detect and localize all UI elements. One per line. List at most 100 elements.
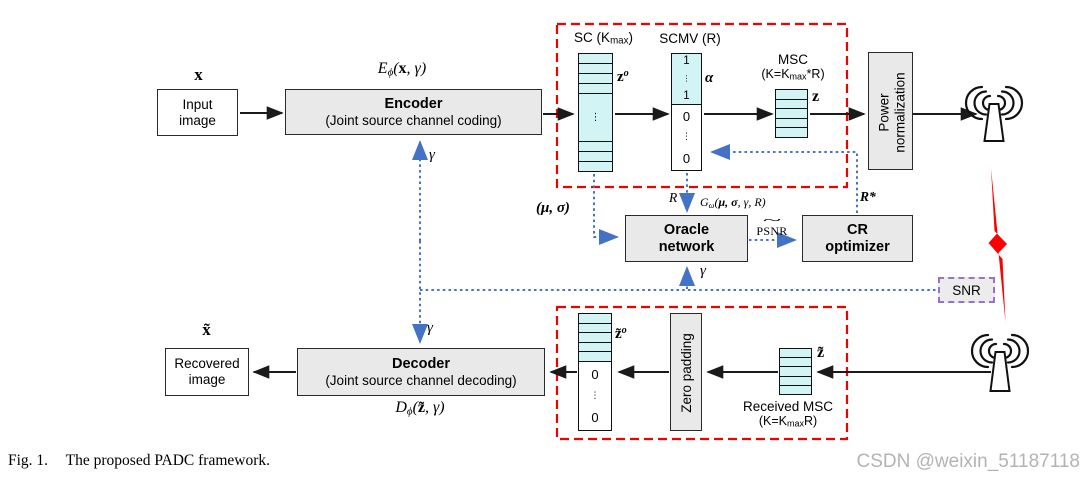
encoder-function-label: Eϕ(x, γ) bbox=[352, 60, 452, 79]
sc-cell bbox=[579, 74, 612, 84]
g-fn-base: G bbox=[700, 195, 709, 209]
sc-cell bbox=[579, 152, 612, 162]
decoder-fn-rest: , γ) bbox=[425, 399, 445, 416]
received-cell bbox=[780, 386, 811, 394]
input-image-line2: image bbox=[179, 112, 216, 128]
msc-stack bbox=[775, 89, 808, 138]
zo-zero: 0 bbox=[591, 367, 599, 382]
msc-sub-pre: (K=K bbox=[761, 67, 790, 81]
control-wires bbox=[412, 140, 937, 344]
scmv-dots: ⋮ bbox=[682, 74, 691, 83]
zero-padding-label: Zero padding bbox=[679, 333, 694, 413]
encoder-title: Encoder bbox=[384, 95, 443, 112]
msc-title-line2: (K=Kmax*R) bbox=[750, 67, 836, 84]
recovered-line2: image bbox=[188, 372, 226, 387]
oracle-line1: Oracle bbox=[663, 221, 710, 238]
figure-caption-text: The proposed PADC framework. bbox=[65, 452, 271, 469]
figure-caption: Fig. 1. The proposed PADC framework. bbox=[8, 452, 270, 470]
encoder-fn-sub: ϕ bbox=[387, 66, 394, 79]
psnr-estimate-label: ~ PSNR bbox=[748, 213, 796, 239]
g-fn-sub: ω bbox=[708, 201, 715, 211]
sc-cell bbox=[579, 84, 612, 94]
decoder-fn-arg: z̃ bbox=[417, 399, 425, 416]
msc-title: MSC (K=Kmax*R) bbox=[750, 53, 836, 84]
x-input-label: x bbox=[194, 65, 203, 84]
msc-title-line1: MSC bbox=[778, 52, 808, 67]
wire-musigma-to-oracle bbox=[593, 174, 619, 245]
decoder-fn-sub: ϕ bbox=[406, 405, 413, 418]
decoder-function-label: Dϕ(z̃, γ) bbox=[370, 399, 470, 418]
z-superchannel-label: zo bbox=[617, 68, 629, 86]
sc-stack: ⋮ bbox=[578, 53, 613, 172]
scmv-ones-section: 1 ⋮ 1 bbox=[672, 54, 701, 105]
received-cell bbox=[780, 367, 811, 377]
received-msc-stack bbox=[779, 348, 812, 395]
msc-cell bbox=[776, 100, 807, 110]
cr-line1: CR bbox=[847, 221, 868, 238]
gamma-encoder-label: γ bbox=[429, 147, 435, 163]
zero-padding-box: Zero padding bbox=[670, 313, 702, 431]
cr-line2: optimizer bbox=[825, 238, 890, 255]
decoder-subtitle: (Joint source channel decoding) bbox=[325, 372, 517, 388]
sc-title-sub: max bbox=[610, 35, 629, 47]
zo-padded-stack: 0 ⋮ 0 bbox=[578, 313, 612, 431]
z-tilde-label: z̃ bbox=[817, 344, 825, 361]
snr-label: SNR bbox=[952, 282, 981, 298]
received-sub-post: R) bbox=[803, 414, 818, 428]
oracle-line2: network bbox=[658, 238, 715, 255]
zo-data-section bbox=[579, 314, 611, 362]
z-tilde-o-label: z̃o bbox=[615, 325, 627, 343]
scmv-zero: 0 bbox=[682, 109, 691, 124]
sc-title-pre: SC (K bbox=[574, 30, 611, 45]
alpha-mask-label: α bbox=[705, 70, 714, 86]
msc-sub-post: *R) bbox=[806, 67, 825, 81]
sc-cell bbox=[579, 54, 612, 64]
sc-cell bbox=[579, 64, 612, 74]
sc-title: SC (Kmax) bbox=[556, 30, 651, 47]
encoder-fn-paren: ( bbox=[393, 60, 399, 77]
snr-box: SNR bbox=[938, 277, 995, 303]
x-recovered-label: x̃ bbox=[202, 320, 211, 339]
scmv-one: 1 bbox=[683, 55, 690, 67]
zo-zeros-section: 0 ⋮ 0 bbox=[579, 362, 611, 430]
z-msc-label: z bbox=[812, 88, 820, 105]
r-star-label: R* bbox=[860, 189, 876, 204]
scmv-title: SCMV (R) bbox=[659, 31, 721, 46]
gamma-decoder-label: γ bbox=[427, 320, 433, 336]
zo-sup: o bbox=[623, 68, 629, 79]
encoder-subtitle: (Joint source channel coding) bbox=[325, 112, 502, 128]
input-image-box: Input image bbox=[157, 89, 238, 136]
scmv-zero: 0 bbox=[682, 151, 691, 166]
power-line2: normalization bbox=[891, 71, 907, 153]
msc-cell bbox=[776, 90, 807, 100]
zo-cell bbox=[579, 352, 611, 361]
oracle-function-label: Gω(μ, σ, γ, R) bbox=[700, 195, 766, 210]
sc-title-post: ) bbox=[628, 30, 633, 45]
msc-cell bbox=[776, 109, 807, 119]
csdn-watermark: CSDN @weixin_51187118 bbox=[856, 451, 1080, 472]
scmv-zeros-section: 0 ⋮ 0 bbox=[672, 105, 701, 170]
zto-base: z̃ bbox=[615, 326, 622, 343]
scmv-dots: ⋮ bbox=[682, 132, 691, 142]
channel-lightning-icon bbox=[988, 168, 1007, 322]
zto-sup: o bbox=[621, 325, 627, 336]
sc-cell bbox=[579, 142, 612, 152]
decoder-box: Decoder (Joint source channel decoding) bbox=[297, 348, 545, 396]
zo-dots: ⋮ bbox=[590, 390, 600, 401]
encoder-box: Encoder (Joint source channel coding) bbox=[285, 89, 542, 135]
encoder-fn-rest: , γ) bbox=[406, 60, 427, 77]
sc-region-outline bbox=[555, 22, 849, 189]
g-fn-arg: μ, σ bbox=[718, 195, 738, 209]
transmit-antenna-icon bbox=[964, 85, 1024, 142]
decoder-fn-paren: ( bbox=[412, 399, 418, 416]
zo-cell bbox=[579, 343, 611, 353]
received-sub-pre: (K=K bbox=[758, 414, 787, 428]
msc-cell bbox=[776, 128, 807, 137]
zo-base: z bbox=[617, 69, 624, 86]
zo-cell bbox=[579, 333, 611, 343]
received-title-line1: Received MSC bbox=[742, 399, 834, 414]
cr-optimizer-box: CR optimizer bbox=[802, 215, 913, 262]
mu-sigma-label: (μ, σ) bbox=[536, 200, 570, 216]
zo-cell bbox=[579, 314, 611, 324]
